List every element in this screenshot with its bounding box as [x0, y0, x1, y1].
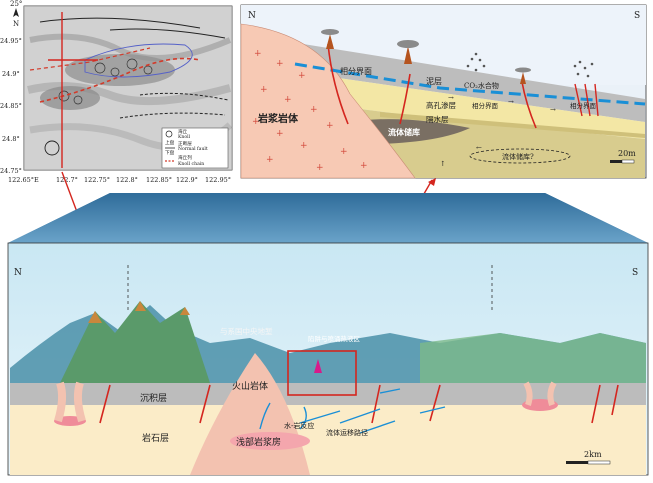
- svg-text:海丘: 海丘: [178, 128, 188, 135]
- svg-text:122.9°: 122.9°: [176, 176, 198, 184]
- chimney-icon: [321, 29, 531, 84]
- svg-text:正断层: 正断层: [178, 140, 192, 147]
- block-panel: N S 与系国中央地堑 陷阱与喷涌热液区 火山岩体 沉积层 岩石层 水-岩反应 …: [0, 193, 653, 479]
- rock-label: 岩石层: [142, 432, 169, 444]
- bubbles-icon: [466, 52, 594, 78]
- phase-boundary-label-2: 相分界面: [472, 101, 499, 110]
- svg-text:+: +: [310, 105, 318, 115]
- block-north: N: [14, 268, 22, 278]
- svg-text:下盘: 下盘: [165, 149, 175, 156]
- svg-text:2km: 2km: [584, 450, 602, 459]
- svg-text:+: +: [252, 117, 260, 127]
- svg-text:24.85°: 24.85°: [0, 102, 22, 110]
- magma-chamber-label: 浅部岩浆房: [236, 436, 281, 448]
- svg-text:+: +: [316, 163, 324, 173]
- knoll-chain-line: [39, 57, 201, 103]
- svg-text:→: →: [550, 106, 556, 114]
- flow-arrows: → → → ← ↑: [440, 94, 556, 168]
- svg-text:24.75°: 24.75°: [0, 167, 22, 175]
- normal-fault: [39, 17, 201, 29]
- svg-text:+: +: [284, 95, 292, 105]
- magma-chamber: [230, 432, 310, 450]
- svg-text:+: +: [326, 121, 334, 131]
- lat-ticks: 24.95° 24.9° 24.85° 24.8° 24.75°: [0, 37, 22, 175]
- svg-text:+: +: [276, 129, 284, 139]
- knoll-chain-area: [40, 54, 175, 156]
- section-scale: 20m: [610, 149, 636, 164]
- map-legend: 海丘 Knoll 上盘 正断层 Normal fault 下盘 海丘列 Knol…: [161, 127, 229, 169]
- svg-text:+: +: [340, 147, 348, 157]
- fluid-path-arrows: [259, 388, 446, 434]
- svg-text:+: +: [276, 59, 284, 69]
- phase-boundary-line: [294, 62, 646, 106]
- svg-text:122.95°: 122.95°: [205, 176, 231, 184]
- map-svg: 25° N 24.95° 24.9° 24.85° 24.8° 24.75° 1…: [0, 0, 233, 184]
- north-glyph: N: [13, 20, 19, 28]
- section-svg: + + + + + + + + + + + + + +: [240, 4, 647, 179]
- gas-label: 相分界面: [570, 101, 597, 110]
- section-south: S: [634, 11, 640, 21]
- block-svg: N S 与系国中央地堑 陷阱与喷涌热液区 火山岩体 沉积层 岩石层 水-岩反应 …: [7, 193, 649, 476]
- reservoir-question-ellipse: [469, 148, 571, 164]
- vent-area-label: 陷阱与喷涌热液区: [308, 334, 361, 343]
- svg-text:↑: ↑: [440, 160, 446, 168]
- porous-label: 高孔渗层: [426, 100, 456, 110]
- svg-text:+: +: [254, 49, 262, 59]
- north-arrow-icon: [13, 8, 19, 17]
- fluid-path-label: 流体运移路径: [326, 428, 368, 437]
- svg-text:→: →: [508, 98, 514, 106]
- svg-text:24.8°: 24.8°: [2, 135, 20, 143]
- svg-text:Normal fault: Normal fault: [178, 146, 208, 152]
- mud-label: 泥层: [426, 77, 442, 86]
- magma-body: [240, 23, 416, 179]
- svg-text:+: +: [298, 71, 306, 81]
- svg-text:→: →: [448, 94, 454, 102]
- water-rock-label: 水-岩反应: [284, 421, 314, 430]
- svg-text:122.8°: 122.8°: [116, 176, 138, 184]
- fault-lines: [99, 384, 619, 424]
- map-panel: 25° N 24.95° 24.9° 24.85° 24.8° 24.75° 1…: [0, 0, 240, 190]
- svg-text:←: ←: [476, 144, 482, 152]
- aquitard-label: 隔水层: [426, 114, 449, 124]
- svg-text:122.65°E: 122.65°E: [8, 176, 39, 184]
- magma-plus-pattern: + + + + + + + + + + + + + +: [252, 49, 368, 173]
- lon-ticks: 122.65°E 122.7° 122.75° 122.8° 122.85° 1…: [8, 176, 231, 184]
- section-north: N: [248, 11, 256, 21]
- vent-marker-icon: [314, 359, 322, 373]
- svg-text:海丘列: 海丘列: [178, 154, 192, 161]
- block-south: S: [632, 268, 638, 278]
- svg-text:24.9°: 24.9°: [2, 70, 20, 78]
- graben-label: 与系国中央地堑: [220, 326, 273, 336]
- svg-text:+: +: [360, 161, 368, 171]
- section-panel: + + + + + + + + + + + + + +: [240, 4, 648, 180]
- svg-text:Knoll: Knoll: [178, 134, 191, 140]
- lat-top-label: 25°: [10, 0, 22, 8]
- block-scale: 2km: [566, 450, 611, 465]
- sediment-label: 沉积层: [140, 392, 167, 404]
- highlight-box: [287, 350, 357, 396]
- svg-text:122.85°: 122.85°: [146, 176, 172, 184]
- svg-text:122.75°: 122.75°: [84, 176, 110, 184]
- svg-text:+: +: [300, 141, 308, 151]
- volcanic-label: 火山岩体: [232, 380, 268, 392]
- reservoir-question-label: 流体储库?: [502, 152, 534, 161]
- svg-text:+: +: [266, 155, 274, 165]
- svg-text:20m: 20m: [618, 149, 636, 158]
- co2-label: CO₂水合物: [464, 81, 499, 90]
- reservoir-label: 流体储库: [388, 127, 420, 137]
- svg-text:24.95°: 24.95°: [0, 37, 22, 45]
- magma-label: 岩浆岩体: [257, 112, 299, 125]
- svg-text:上盘: 上盘: [165, 139, 175, 146]
- svg-text:122.7°: 122.7°: [56, 176, 78, 184]
- svg-text:+: +: [260, 85, 268, 95]
- knoll-legend-icon: [165, 130, 173, 138]
- phase-boundary-label: 相分界面: [340, 66, 372, 76]
- svg-text:Knoll chain: Knoll chain: [178, 161, 204, 167]
